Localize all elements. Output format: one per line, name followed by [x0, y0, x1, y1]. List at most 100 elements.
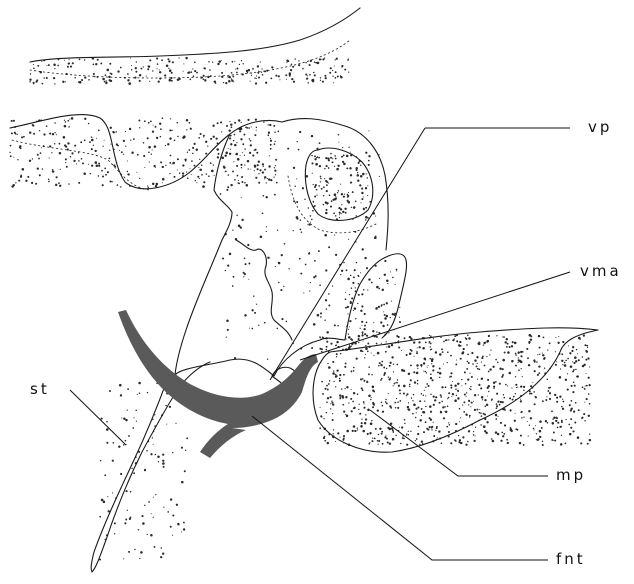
stipple-dot — [496, 405, 498, 407]
stipple-dot — [195, 180, 196, 181]
stipple-dot — [495, 418, 497, 420]
stipple-dot — [454, 338, 455, 339]
stipple-dot — [421, 366, 422, 367]
stipple-dot — [483, 425, 486, 428]
stipple-dot — [236, 165, 238, 167]
stipple-dot — [183, 522, 185, 524]
stipple-dot — [314, 196, 316, 198]
stipple-dot — [430, 394, 431, 395]
stipple-dot — [387, 441, 389, 443]
stipple-dot — [189, 79, 191, 81]
stipple-dot — [238, 180, 239, 181]
stipple-dot — [328, 305, 330, 307]
stipple-dot — [74, 77, 76, 79]
stipple-dot — [60, 169, 61, 170]
stipple-dot — [435, 430, 436, 431]
stipple-dot — [357, 393, 359, 395]
stipple-dot — [179, 172, 181, 174]
stipple-dot — [358, 294, 360, 296]
stipple-dot — [131, 468, 132, 469]
stipple-dot — [441, 442, 443, 444]
stipple-dot — [474, 394, 476, 396]
stipple-dot — [426, 372, 427, 373]
stipple-dot — [248, 168, 249, 169]
stipple-dot — [497, 433, 499, 435]
stipple-dot — [210, 162, 212, 164]
stipple-dot — [463, 348, 465, 350]
stipple-dot — [67, 66, 69, 68]
stipple-dot — [147, 65, 149, 67]
stipple-dot — [584, 420, 586, 422]
stipple-dot — [437, 371, 439, 373]
stipple-dot — [229, 253, 232, 256]
stipple-dot — [423, 371, 424, 372]
stipple-dot — [313, 184, 314, 185]
stipple-dot — [507, 385, 508, 386]
stipple-dot — [465, 383, 467, 385]
stipple-dot — [177, 78, 180, 81]
stipple-dot — [397, 401, 399, 403]
stipple-dot — [332, 372, 335, 375]
stipple-dot — [324, 234, 327, 237]
stipple-dot — [181, 481, 184, 484]
stipple-dot — [382, 405, 384, 407]
stipple-dot — [536, 433, 537, 434]
stipple-dot — [205, 141, 207, 143]
stipple-dot — [339, 212, 341, 214]
stipple-dot — [348, 147, 349, 148]
stipple-dot — [340, 184, 341, 185]
stipple-dot — [474, 359, 476, 361]
stipple-dot — [330, 396, 332, 398]
stipple-dot — [127, 409, 128, 410]
stipple-dot — [159, 123, 161, 125]
stipple-dot — [14, 132, 16, 134]
stipple-dot — [349, 326, 350, 327]
stipple-dot — [362, 248, 364, 250]
stipple-dot — [572, 346, 574, 348]
stipple-dot — [192, 147, 194, 149]
stipple-dot — [567, 373, 568, 374]
stipple-dot — [440, 396, 442, 398]
stipple-dot — [534, 403, 536, 405]
stipple-dot — [386, 368, 387, 369]
stipple-dot — [346, 415, 349, 418]
stipple-dot — [37, 65, 39, 67]
stipple-dot — [320, 337, 321, 338]
stipple-dot — [309, 64, 311, 66]
stipple-dot — [186, 119, 189, 122]
process-left-edge — [175, 134, 232, 375]
stipple-dot — [451, 396, 452, 397]
stipple-dot — [542, 400, 544, 402]
stipple-dot — [354, 430, 356, 432]
stipple-dot — [458, 344, 460, 346]
stipple-dot — [359, 413, 361, 415]
stipple-dot — [147, 68, 149, 70]
stipple-dot — [481, 361, 482, 362]
stipple-dot — [367, 433, 369, 435]
stipple-dot — [515, 376, 516, 377]
stipple-dot — [335, 254, 337, 256]
stipple-dot — [547, 349, 548, 350]
stipple-dot — [384, 436, 386, 438]
stipple-dot — [326, 341, 328, 343]
stipple-dot — [326, 190, 328, 192]
stipple-dot — [361, 422, 363, 424]
stipple-dot — [434, 399, 436, 401]
stipple-dot — [141, 515, 143, 517]
stipple-dot — [167, 511, 169, 513]
stipple-dot — [115, 131, 117, 133]
stipple-dot — [93, 145, 94, 146]
stipple-dot — [465, 413, 467, 415]
stipple-dot — [582, 356, 584, 358]
stipple-dot — [298, 64, 300, 66]
stipple-dot — [170, 526, 172, 528]
stipple-dot — [366, 267, 368, 269]
stipple-dot — [555, 337, 556, 338]
stipple-dot — [520, 355, 522, 357]
stipple-dot — [262, 195, 264, 197]
stipple-dot — [203, 181, 205, 183]
stipple-dot — [139, 178, 140, 179]
stipple-dot — [450, 376, 452, 378]
stipple-dot — [199, 178, 200, 179]
stipple-dot — [103, 501, 106, 504]
